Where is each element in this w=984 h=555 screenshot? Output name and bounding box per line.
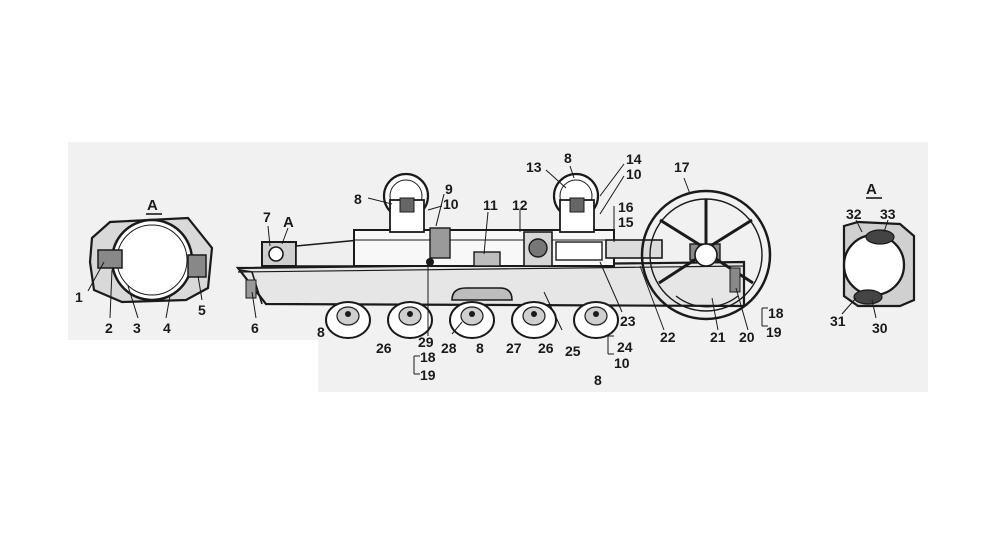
callout-14: 14 (626, 151, 642, 167)
callout-8: 8 (354, 191, 362, 207)
callout-10: 10 (626, 166, 642, 182)
track-roller-3 (449, 301, 495, 339)
callout-16: 16 (618, 199, 634, 215)
track-roller-2 (387, 301, 433, 339)
callout-23: 23 (620, 313, 636, 329)
callout-26: 26 (376, 340, 392, 356)
callout-17: 17 (674, 159, 690, 175)
callout-22: 22 (660, 329, 676, 345)
section-view-left (88, 213, 214, 304)
callout-10: 10 (614, 355, 630, 371)
callout-18: 18 (768, 305, 784, 321)
carrier-roller-1 (382, 172, 430, 233)
callout-4: 4 (163, 320, 171, 336)
leader-lines (87, 163, 889, 375)
callout-19: 19 (766, 324, 782, 340)
callout-20: 20 (739, 329, 755, 345)
bore-left (110, 218, 194, 302)
callout-21: 21 (710, 329, 726, 345)
callout-19: 19 (420, 367, 436, 383)
carrier-roller-2 (552, 172, 600, 233)
callout-30: 30 (872, 320, 888, 336)
callout-27: 27 (506, 340, 522, 356)
callout-9: 9 (445, 181, 453, 197)
callout-8: 8 (594, 372, 602, 388)
bolt-left-b (187, 254, 207, 278)
tip-block (245, 279, 257, 299)
callout-32: 32 (846, 206, 862, 222)
callout-33: 33 (880, 206, 896, 222)
callout-25: 25 (565, 343, 581, 359)
callout-29: 29 (418, 334, 434, 350)
rod (555, 241, 603, 261)
callout-26: 26 (538, 340, 554, 356)
main-frame (235, 227, 746, 308)
idler-rim-outer (640, 189, 772, 321)
bolt-right-top (865, 229, 895, 245)
section-label-right: А (866, 181, 877, 198)
bolt-right-bottom (853, 289, 883, 305)
callout-1: 1 (75, 289, 83, 305)
callout-10: 10 (443, 196, 459, 212)
track-roller-row (325, 287, 619, 339)
yoke (605, 239, 663, 259)
callout-13: 13 (526, 159, 542, 175)
callout-6: 6 (251, 320, 259, 336)
callout-3: 3 (133, 320, 141, 336)
track-roller-1 (325, 301, 371, 339)
track-roller-4 (511, 301, 557, 339)
callout-8: 8 (564, 150, 572, 166)
callout-24: 24 (617, 339, 633, 355)
bore-right (842, 233, 906, 297)
bolt-left-a (97, 249, 123, 269)
callout-8: 8 (317, 324, 325, 340)
callout-18: 18 (420, 349, 436, 365)
idler-wheel (640, 189, 772, 321)
callout-7: 7 (263, 209, 271, 225)
callout-11: 11 (483, 197, 498, 213)
spring-block (473, 251, 501, 267)
guard-plate (451, 287, 513, 301)
callout-8: 8 (476, 340, 484, 356)
callout-2: 2 (105, 320, 113, 336)
callout-15: 15 (618, 214, 634, 230)
section-label-mid: А (283, 214, 294, 231)
callout-5: 5 (198, 302, 206, 318)
spring-cap (429, 227, 451, 259)
callout-12: 12 (512, 197, 528, 213)
callout-28: 28 (441, 340, 457, 356)
callout-31: 31 (830, 313, 846, 329)
section-label-left: А (147, 197, 158, 214)
section-view-right (842, 197, 916, 308)
track-roller-5 (573, 301, 619, 339)
